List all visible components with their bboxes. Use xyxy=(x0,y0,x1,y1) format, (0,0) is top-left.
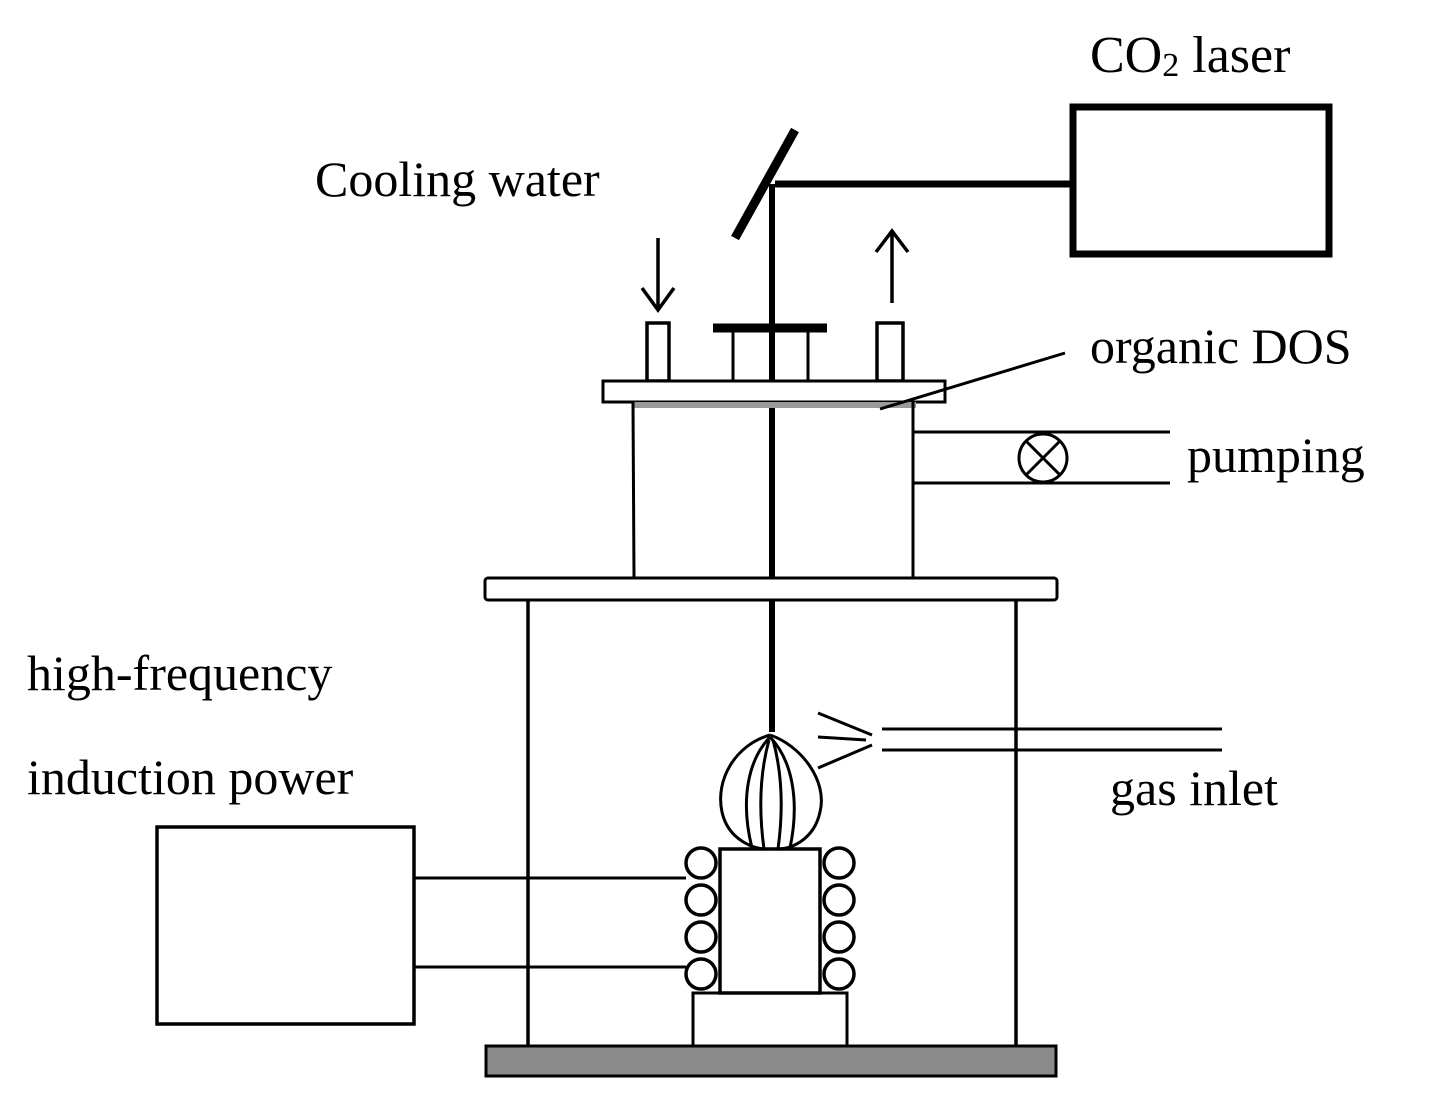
gas-inlet-nozzle xyxy=(817,711,1222,770)
pumping-label: pumping xyxy=(1187,427,1365,483)
cooling-inlet-pipe xyxy=(645,321,671,383)
power-leads xyxy=(414,876,686,969)
crucible-pedestal xyxy=(691,991,849,1048)
arrow-down-icon xyxy=(640,238,676,313)
hf-power-box xyxy=(155,825,416,1026)
co2-laser-box xyxy=(1069,103,1333,258)
organic-dos-label: organic DOS xyxy=(1090,318,1352,374)
co2-laser-label: CO2 laser xyxy=(1090,27,1290,84)
mirror xyxy=(731,127,799,241)
organic-dos-pointer xyxy=(879,351,1066,411)
induction-coil xyxy=(684,846,856,991)
arrow-up-icon xyxy=(874,228,910,303)
middle-flange xyxy=(483,576,1059,602)
hf-power-label-line2: induction power xyxy=(27,749,354,805)
window-holder xyxy=(713,323,827,381)
hf-power-label-line1: high-frequency xyxy=(27,645,332,701)
gas-inlet-label: gas inlet xyxy=(1110,760,1278,816)
cooling-water-label: Cooling water xyxy=(315,151,600,207)
plasma-plume xyxy=(719,733,823,851)
lower-chamber xyxy=(526,600,1018,1046)
top-flange xyxy=(601,379,947,404)
base-plate xyxy=(484,1044,1058,1078)
valve-icon xyxy=(1017,432,1069,484)
target-crucible xyxy=(718,847,822,995)
cooling-outlet-pipe xyxy=(875,321,905,383)
